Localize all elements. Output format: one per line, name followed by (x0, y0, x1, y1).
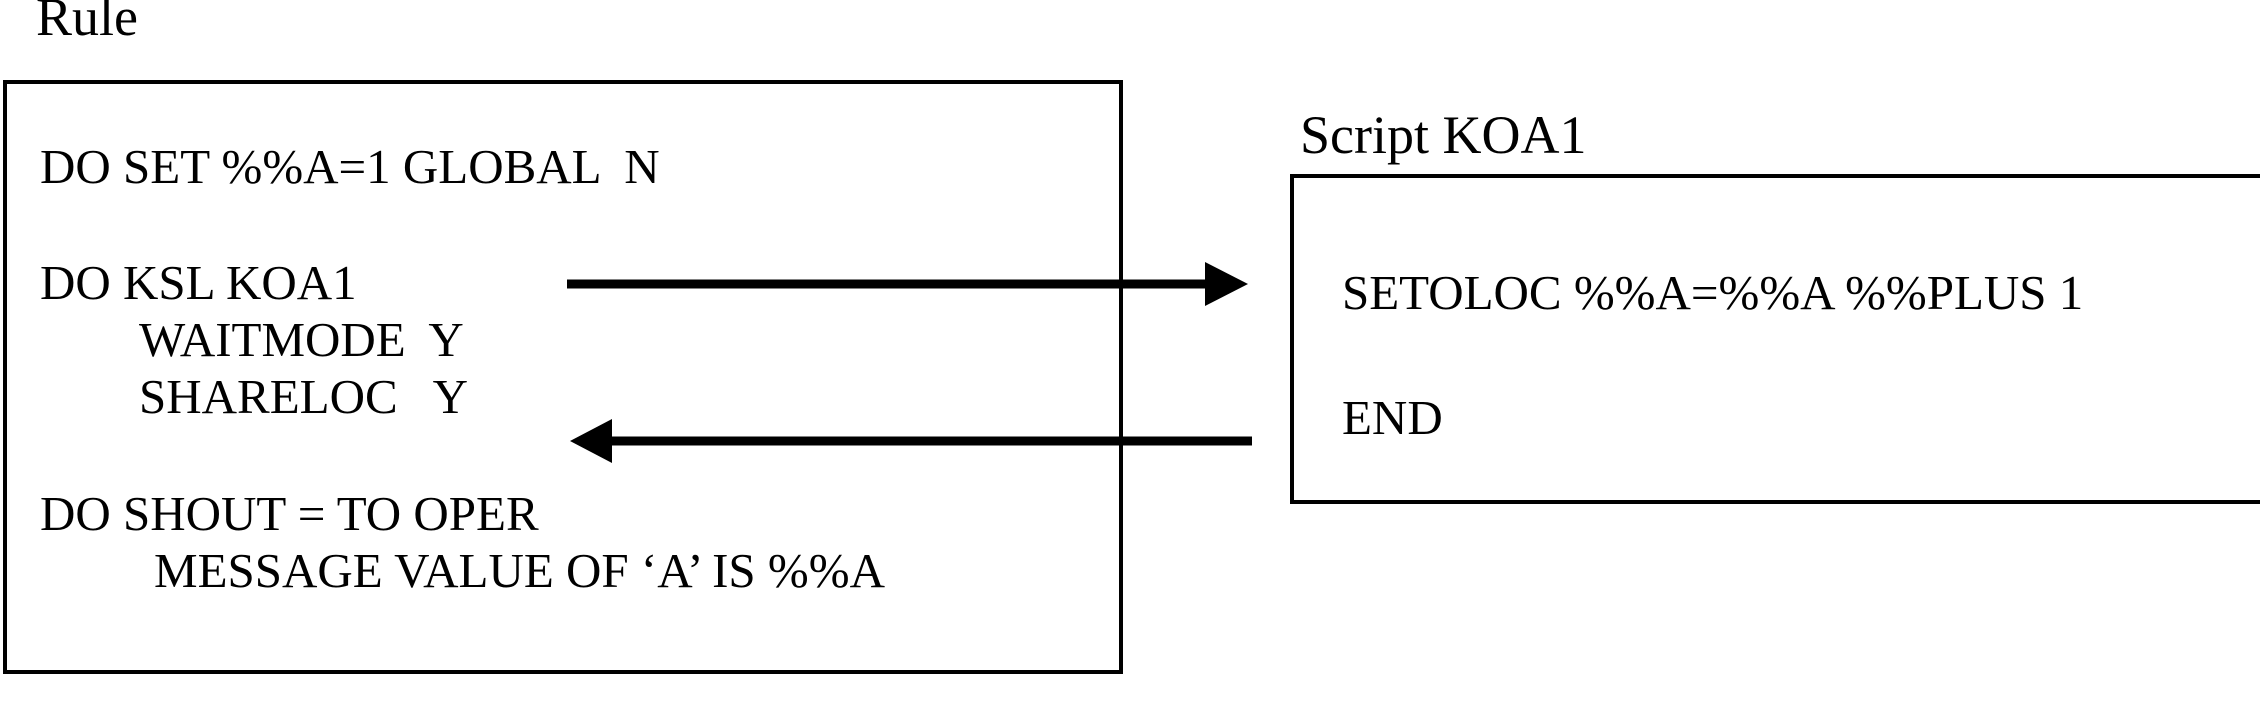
rule-title: Rule (36, 0, 138, 47)
rule-line-shareloc: SHARELOC Y (139, 369, 468, 424)
rule-line-shout: DO SHOUT = TO OPER (40, 486, 539, 541)
rule-line-message: MESSAGE VALUE OF ‘A’ IS %%A (154, 543, 885, 598)
rule-box (3, 80, 1123, 674)
rule-line-ksl: DO KSL KOA1 (40, 255, 357, 310)
script-box (1290, 174, 2260, 504)
script-title: Script KOA1 (1300, 105, 1587, 165)
script-line-setoloc: SETOLOC %%A=%%A %%PLUS 1 (1342, 265, 2084, 320)
rule-line-waitmode: WAITMODE Y (139, 312, 464, 367)
script-line-end: END (1342, 390, 1443, 445)
rule-line-set: DO SET %%A=1 GLOBAL N (40, 139, 660, 194)
